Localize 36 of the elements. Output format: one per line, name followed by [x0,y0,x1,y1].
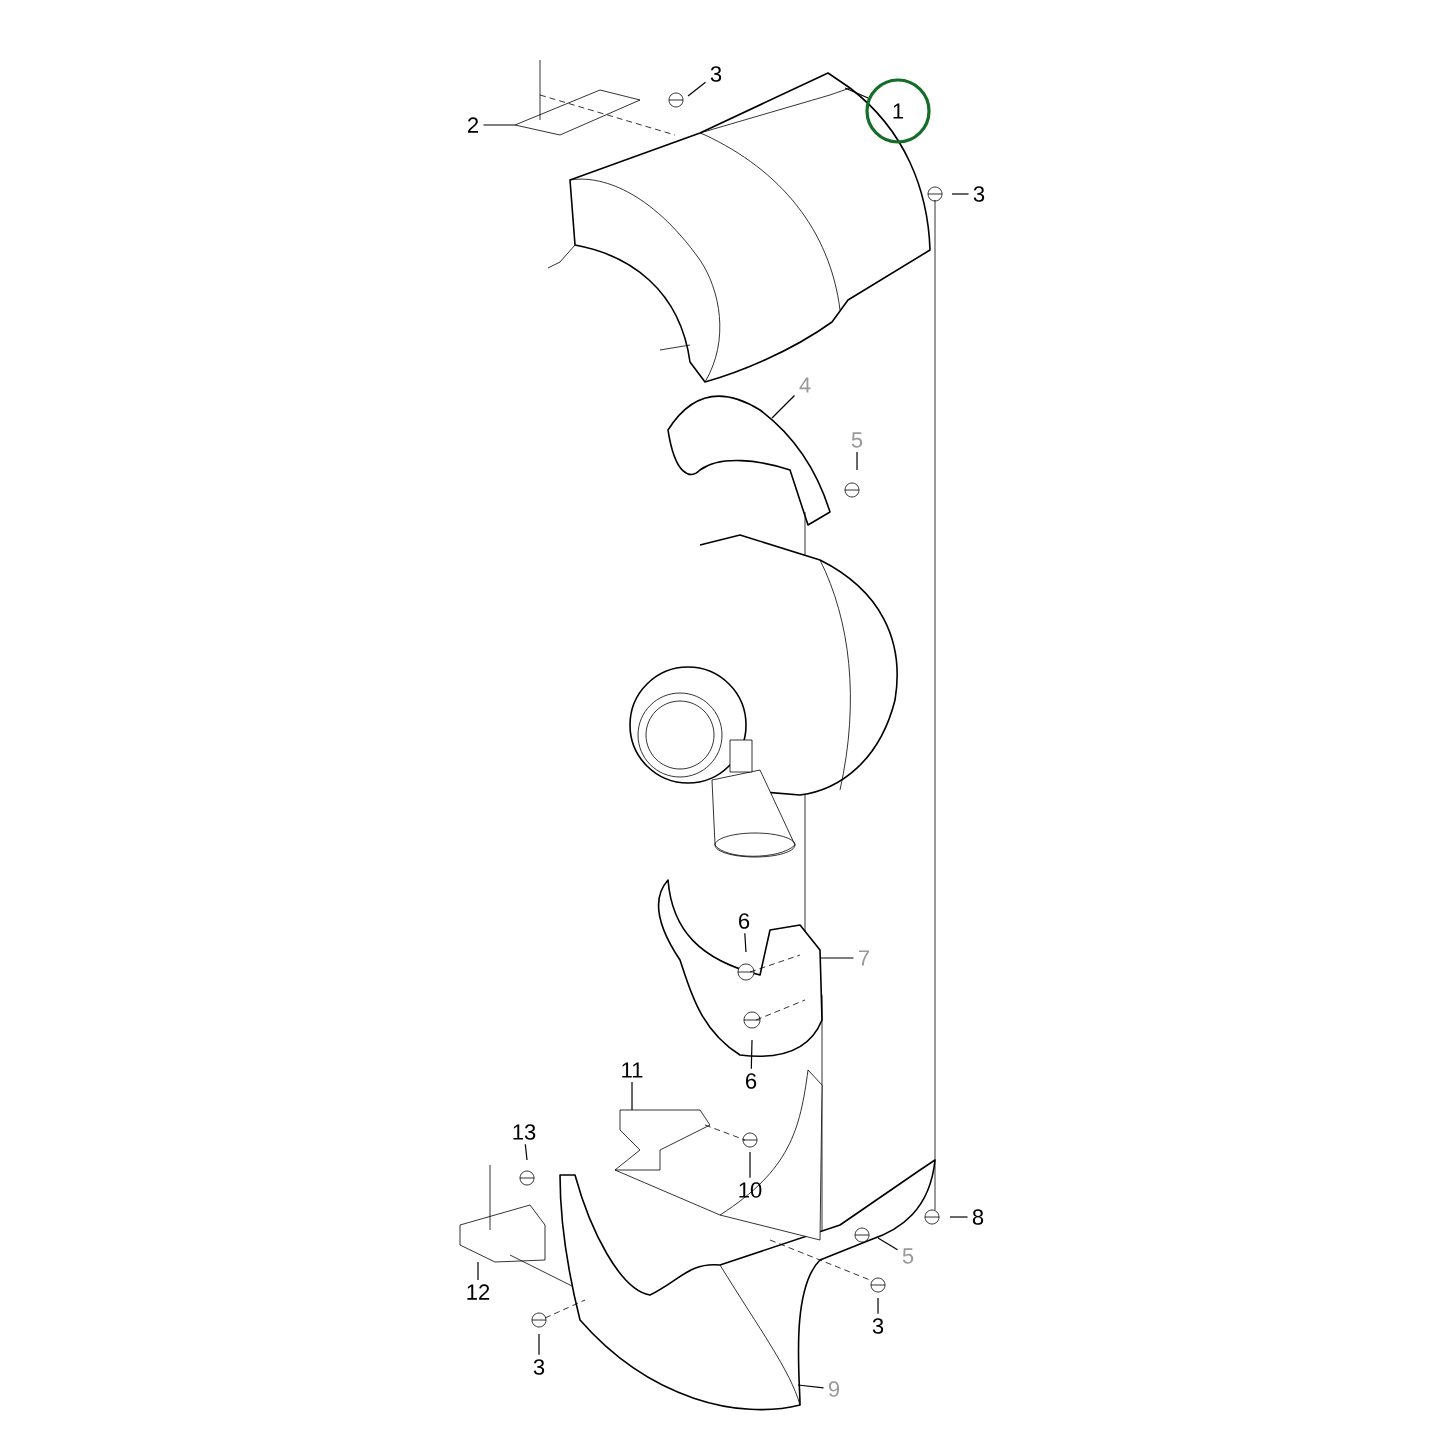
callout-number: 13 [513,1124,536,1140]
leader-line [877,1297,879,1315]
callout-number: 3 [872,1318,884,1334]
leader-line [749,1151,751,1179]
leader-line [844,87,869,99]
leader-line [631,1081,633,1111]
leader-line [477,1261,479,1281]
callout-number: 3 [710,66,722,82]
callout-number: 6 [739,913,750,929]
callout-number: 8 [972,1209,984,1225]
leader-line [744,932,747,953]
callout-number: 6 [746,1073,757,1089]
callout-number: 2 [468,117,478,133]
callout-number: 4 [799,377,811,393]
leader-line [797,1384,825,1389]
callout-number: 10 [739,1182,762,1198]
leader-line [750,1039,753,1070]
leader-line [949,1216,969,1218]
callout-number: 3 [973,186,985,202]
leader-line [538,1333,540,1356]
leader-line [819,957,855,959]
callout-number: 12 [467,1284,490,1300]
leader-line [877,1237,899,1251]
leader-line [856,451,858,471]
leader-line [524,1143,528,1161]
leader-line [951,193,970,195]
leader-line [771,394,796,419]
leader-line [687,81,707,97]
callout-number: 9 [828,1381,840,1397]
callout-number: 7 [859,950,870,966]
leader-line [482,124,516,126]
callout-number: 5 [851,432,863,448]
callout-number: 11 [622,1062,643,1078]
callout-number: 3 [533,1359,545,1375]
callout-number: 5 [902,1248,914,1264]
circled-callout-number: 1 [865,78,931,144]
